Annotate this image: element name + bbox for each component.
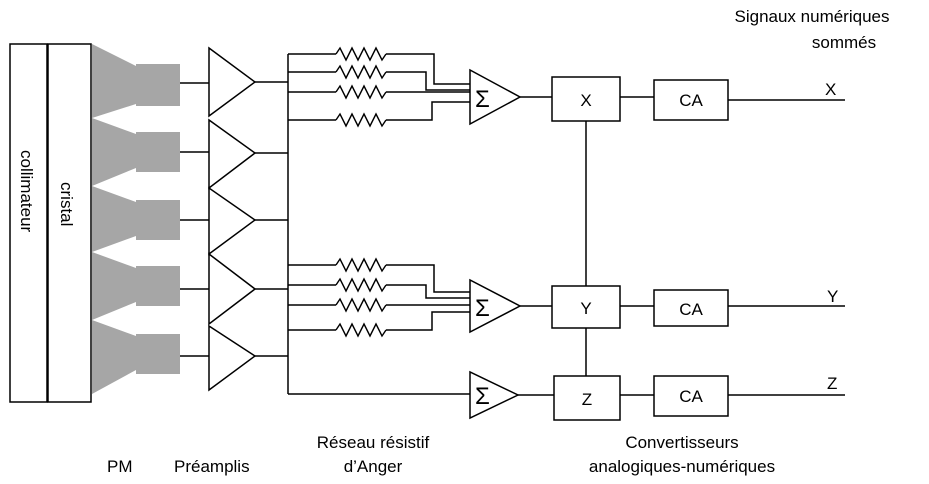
sum-amp-y: Σ bbox=[469, 278, 522, 334]
output-x-label: X bbox=[825, 80, 836, 99]
resistor bbox=[335, 257, 387, 273]
resistor bbox=[335, 84, 387, 100]
ca-box: CA bbox=[653, 289, 729, 327]
resistor bbox=[335, 277, 387, 293]
preamp-triangle bbox=[208, 118, 257, 190]
y-box: Y bbox=[551, 285, 621, 329]
resistor bbox=[335, 322, 387, 338]
reseau-label-line2: d’Anger bbox=[344, 457, 403, 476]
preamplis-label: Préamplis bbox=[174, 457, 250, 476]
z-box: Z bbox=[553, 375, 621, 421]
x-box: X bbox=[551, 76, 621, 122]
convertisseurs-label-line1: Convertisseurs bbox=[625, 433, 738, 452]
crystal: cristal bbox=[47, 43, 92, 403]
resistor bbox=[335, 64, 387, 80]
preamp-triangle bbox=[208, 186, 257, 256]
ca-box: CA bbox=[653, 375, 729, 417]
collimator: collimateur bbox=[9, 43, 48, 403]
resistor bbox=[335, 112, 387, 128]
ca-label: CA bbox=[679, 387, 703, 406]
resistive-network bbox=[287, 46, 470, 395]
output-y-label: Y bbox=[827, 287, 838, 306]
preamp-triangle bbox=[208, 252, 257, 326]
pm-label: PM bbox=[107, 457, 133, 476]
summing-amplifiers: Σ Σ Σ bbox=[469, 68, 554, 420]
output-z-label: Z bbox=[827, 374, 837, 393]
preamp-triangle bbox=[208, 324, 257, 392]
sigma-icon: Σ bbox=[475, 383, 490, 410]
ca-label: CA bbox=[679, 300, 703, 319]
crystal-label: cristal bbox=[57, 182, 76, 226]
photomultiplier bbox=[92, 186, 209, 252]
photomultiplier bbox=[92, 320, 209, 394]
sigma-icon: Σ bbox=[475, 295, 490, 322]
signaux-label-line1: Signaux numériques bbox=[735, 7, 890, 26]
sum-amp-z: Σ bbox=[469, 370, 520, 420]
ca-label: CA bbox=[679, 91, 703, 110]
x-box-label: X bbox=[580, 91, 591, 110]
signaux-label-line2: sommés bbox=[812, 33, 876, 52]
preamp-triangle bbox=[208, 46, 257, 118]
sum-amp-x: Σ bbox=[469, 68, 522, 126]
convertisseurs-label-line2: analogiques-numériques bbox=[589, 457, 775, 476]
sigma-icon: Σ bbox=[475, 86, 490, 113]
ca-box: CA bbox=[653, 79, 729, 121]
collimator-label: collimateur bbox=[17, 150, 36, 233]
photomultiplier bbox=[92, 44, 209, 118]
resistor bbox=[335, 46, 387, 62]
preamplifiers bbox=[208, 46, 288, 392]
photomultiplier bbox=[92, 118, 209, 186]
reseau-label-line1: Réseau résistif bbox=[317, 433, 430, 452]
photomultiplier bbox=[92, 252, 209, 320]
converters: CA CA CA bbox=[653, 79, 845, 417]
z-box-label: Z bbox=[582, 390, 592, 409]
y-box-label: Y bbox=[580, 299, 591, 318]
resistor bbox=[335, 297, 387, 313]
position-boxes: X Y Z bbox=[551, 76, 654, 421]
photomultipliers bbox=[92, 44, 209, 394]
